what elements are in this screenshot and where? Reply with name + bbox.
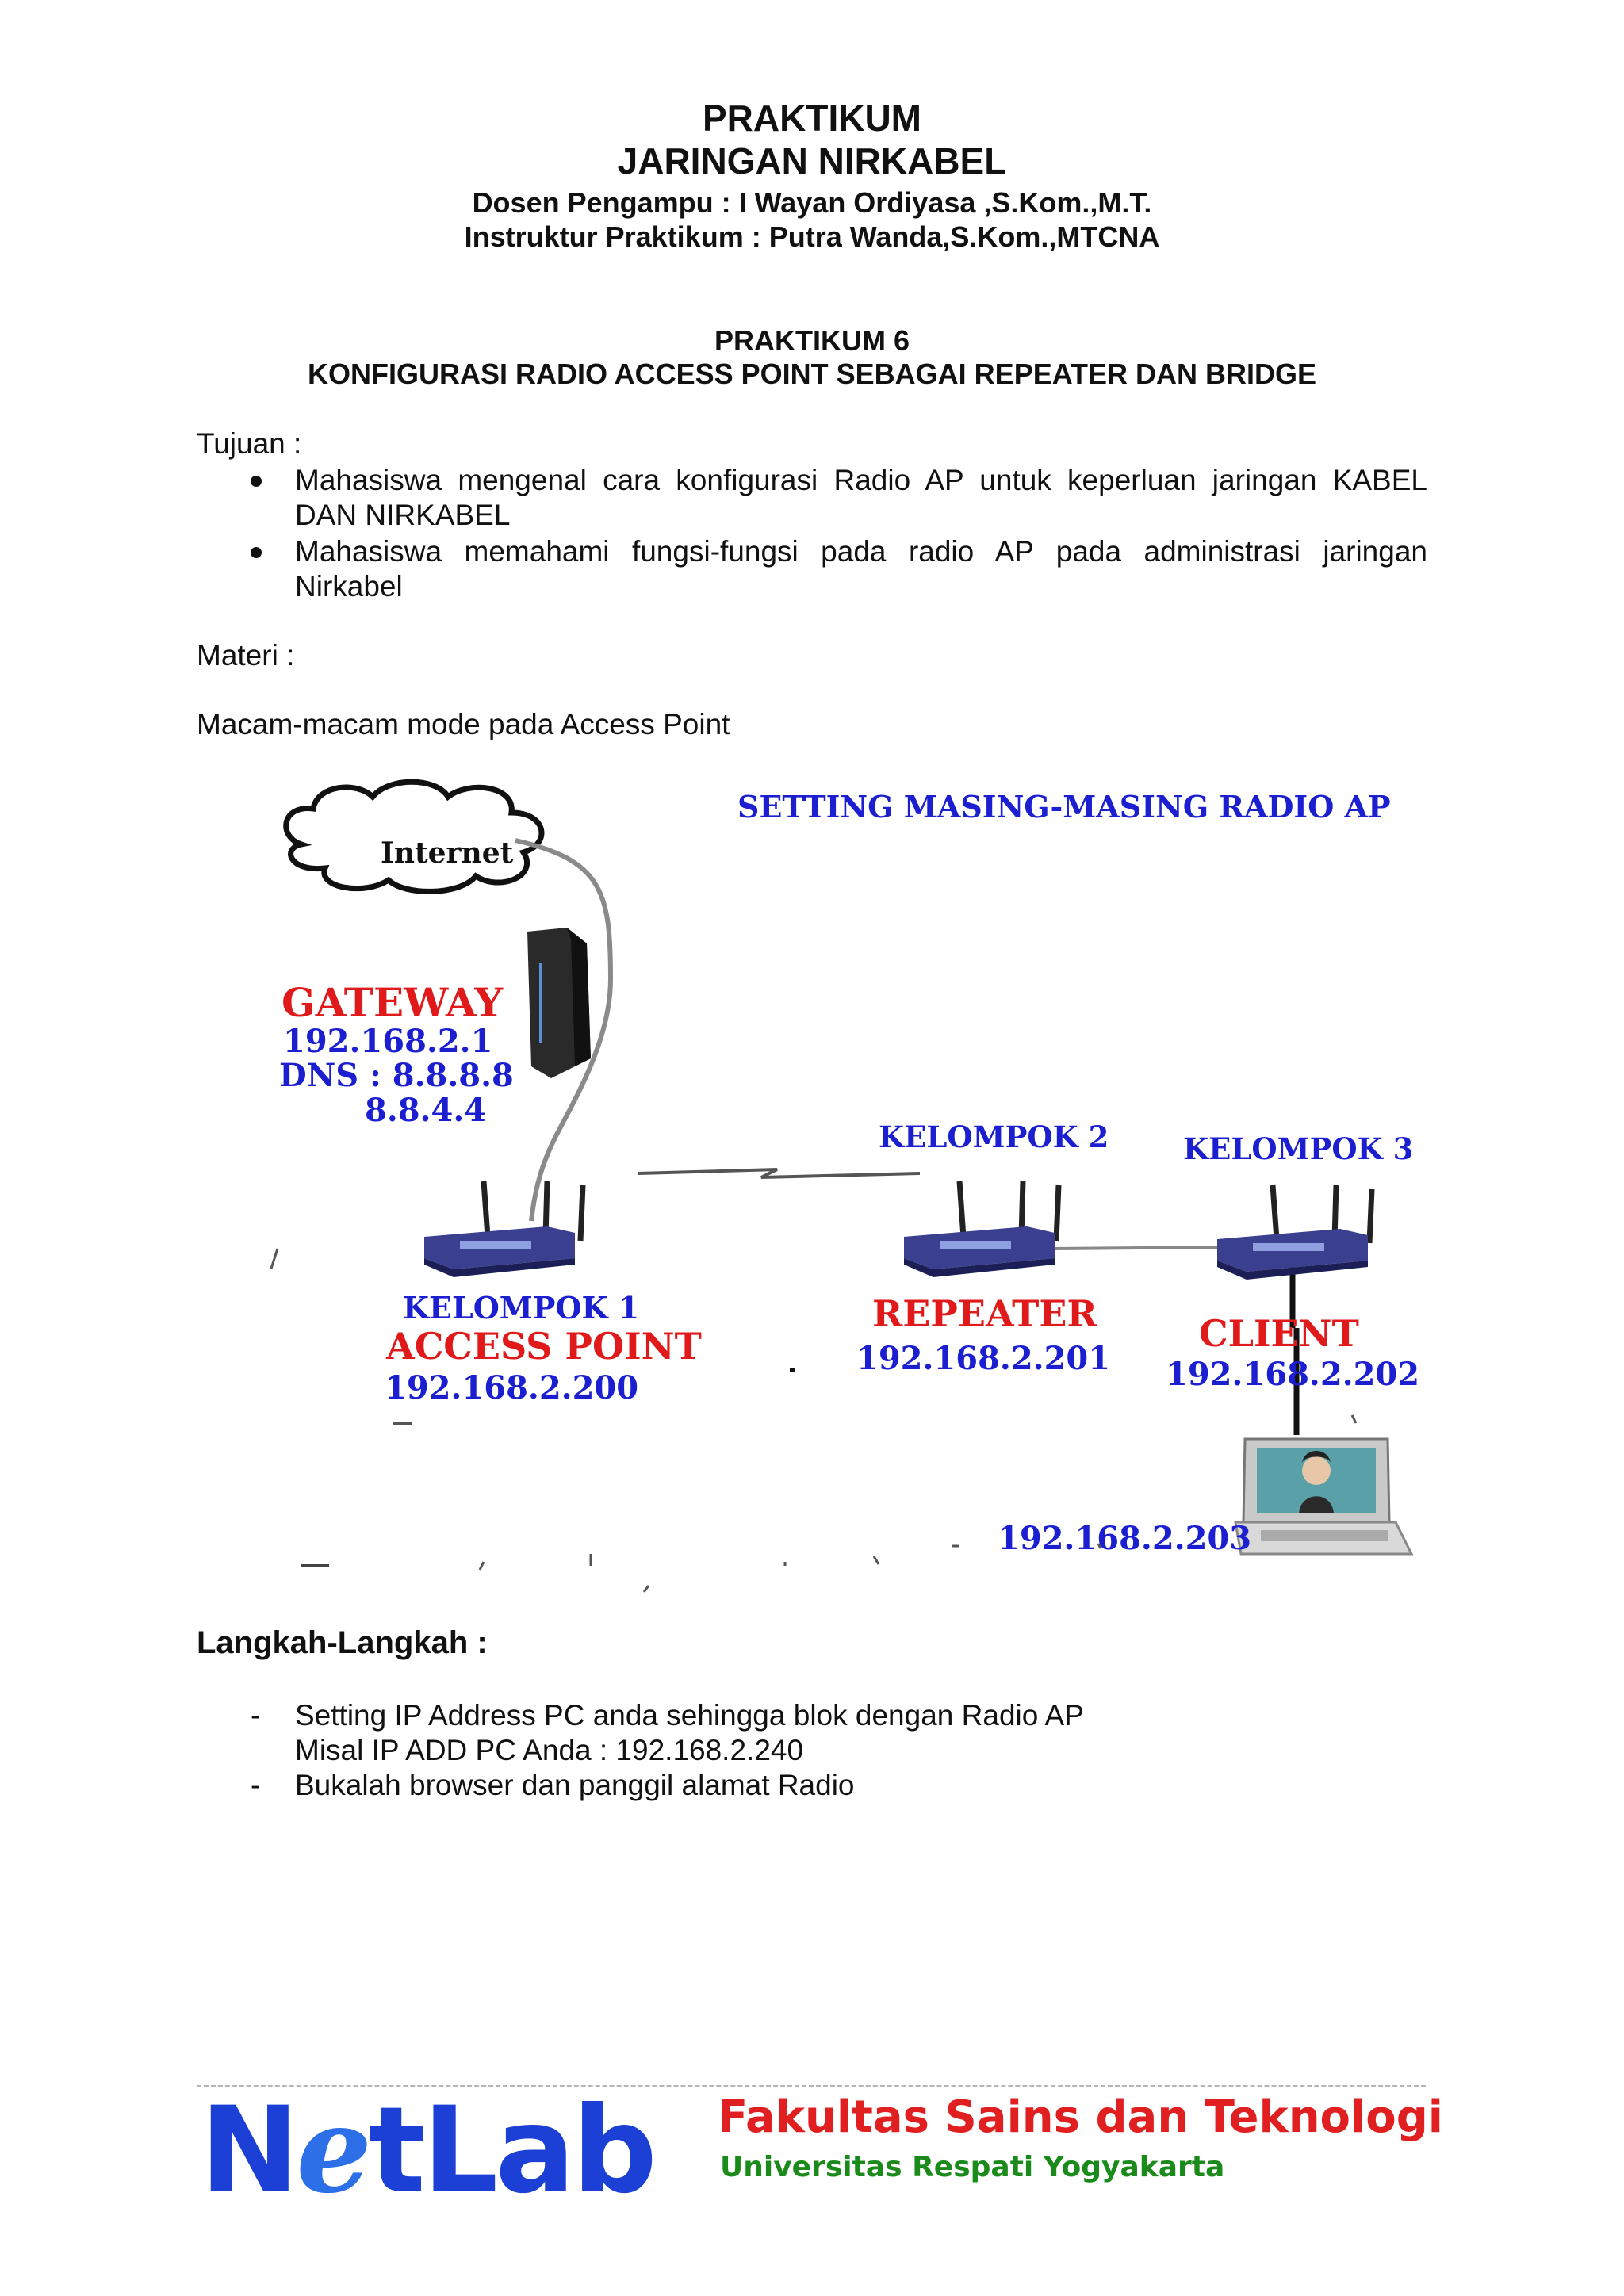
langkah-heading: Langkah-Langkah : — [197, 1625, 488, 1660]
gateway-label: GATEWAY — [282, 979, 504, 1026]
materi-label: Materi : — [197, 639, 295, 672]
footer-faculty: Fakultas Sains dan Teknologi — [718, 2091, 1443, 2143]
tujuan-label: Tujuan : — [197, 427, 302, 460]
laptop-ip: 192.168.2.203 — [998, 1520, 1252, 1557]
k1-ip: 192.168.2.200 — [385, 1369, 639, 1406]
k1-mode: ACCESS POINT — [386, 1325, 702, 1368]
router-icon — [904, 1181, 1062, 1277]
materi-intro: Macam-macam mode pada Access Point — [197, 708, 730, 740]
instructor: Instruktur Praktikum : Putra Wanda,S.Kom… — [464, 220, 1160, 253]
langkah-item-2-line1: Bukalah browser dan panggil alamat Radio — [295, 1769, 855, 1801]
title-line2: JARINGAN NIRKABEL — [617, 140, 1007, 182]
internet-label: Internet — [381, 836, 514, 870]
lecturer: Dosen Pengampu : I Wayan Ordiyasa ,S.Kom… — [472, 186, 1152, 219]
k3-ip: 192.168.2.202 — [1166, 1356, 1420, 1393]
k3-group: KELOMPOK 3 — [1183, 1131, 1414, 1166]
langkah-item-1-line1: Setting IP Address PC anda sehingga blok… — [295, 1699, 1084, 1732]
logo-letter-n: N — [200, 2082, 300, 2220]
tujuan-item-1-line1: Mahasiswa mengenal cara konfigurasi Radi… — [295, 464, 1427, 496]
tujuan-item-1-line2: DAN NIRKABEL — [295, 499, 511, 531]
network-diagram: Internet SETTING MASING-MASING RADIO AP … — [270, 773, 1419, 1598]
k2-group: KELOMPOK 2 — [879, 1119, 1109, 1154]
bullet — [251, 547, 262, 558]
k3-mode: CLIENT — [1199, 1312, 1359, 1355]
section-title: KONFIGURASI RADIO ACCESS POINT SEBAGAI R… — [307, 358, 1317, 390]
tujuan-item-2-line1: Mahasiswa memahami fungsi-fungsi pada ra… — [295, 535, 1427, 568]
gateway-dns1: DNS : 8.8.8.8 — [279, 1057, 514, 1094]
gateway-dns2: 8.8.4.4 — [365, 1092, 487, 1129]
tujuan-item-2-line2: Nirkabel — [295, 570, 403, 603]
modem-icon — [527, 928, 591, 1078]
footer-divider — [197, 2085, 1426, 2087]
k2-mode: REPEATER — [872, 1292, 1097, 1335]
diagram-title: SETTING MASING-MASING RADIO AP — [737, 789, 1391, 825]
bullet — [251, 476, 262, 487]
laptop-icon — [1234, 1437, 1414, 1556]
dash: - — [251, 1769, 261, 1801]
netlab-logo: NetLab — [200, 2087, 657, 2214]
gateway-ip: 192.168.2.1 — [283, 1023, 493, 1060]
router-icon — [424, 1181, 586, 1277]
title-line1: PRAKTIKUM — [703, 98, 921, 139]
logo-letter-e: e — [296, 2080, 372, 2220]
k2-ip: 192.168.2.201 — [856, 1340, 1111, 1377]
dash: - — [251, 1699, 261, 1732]
k1-group: KELOMPOK 1 — [403, 1290, 640, 1326]
section-number: PRAKTIKUM 6 — [714, 324, 910, 357]
footer-university: Universitas Respati Yogyakarta — [720, 2151, 1225, 2183]
cloud-icon — [283, 779, 545, 894]
diagram-drawing — [270, 779, 1414, 1593]
logo-rest: tLab — [368, 2082, 657, 2220]
router-icon — [1217, 1184, 1375, 1280]
langkah-item-1-line2: Misal IP ADD PC Anda : 192.168.2.240 — [295, 1734, 804, 1766]
